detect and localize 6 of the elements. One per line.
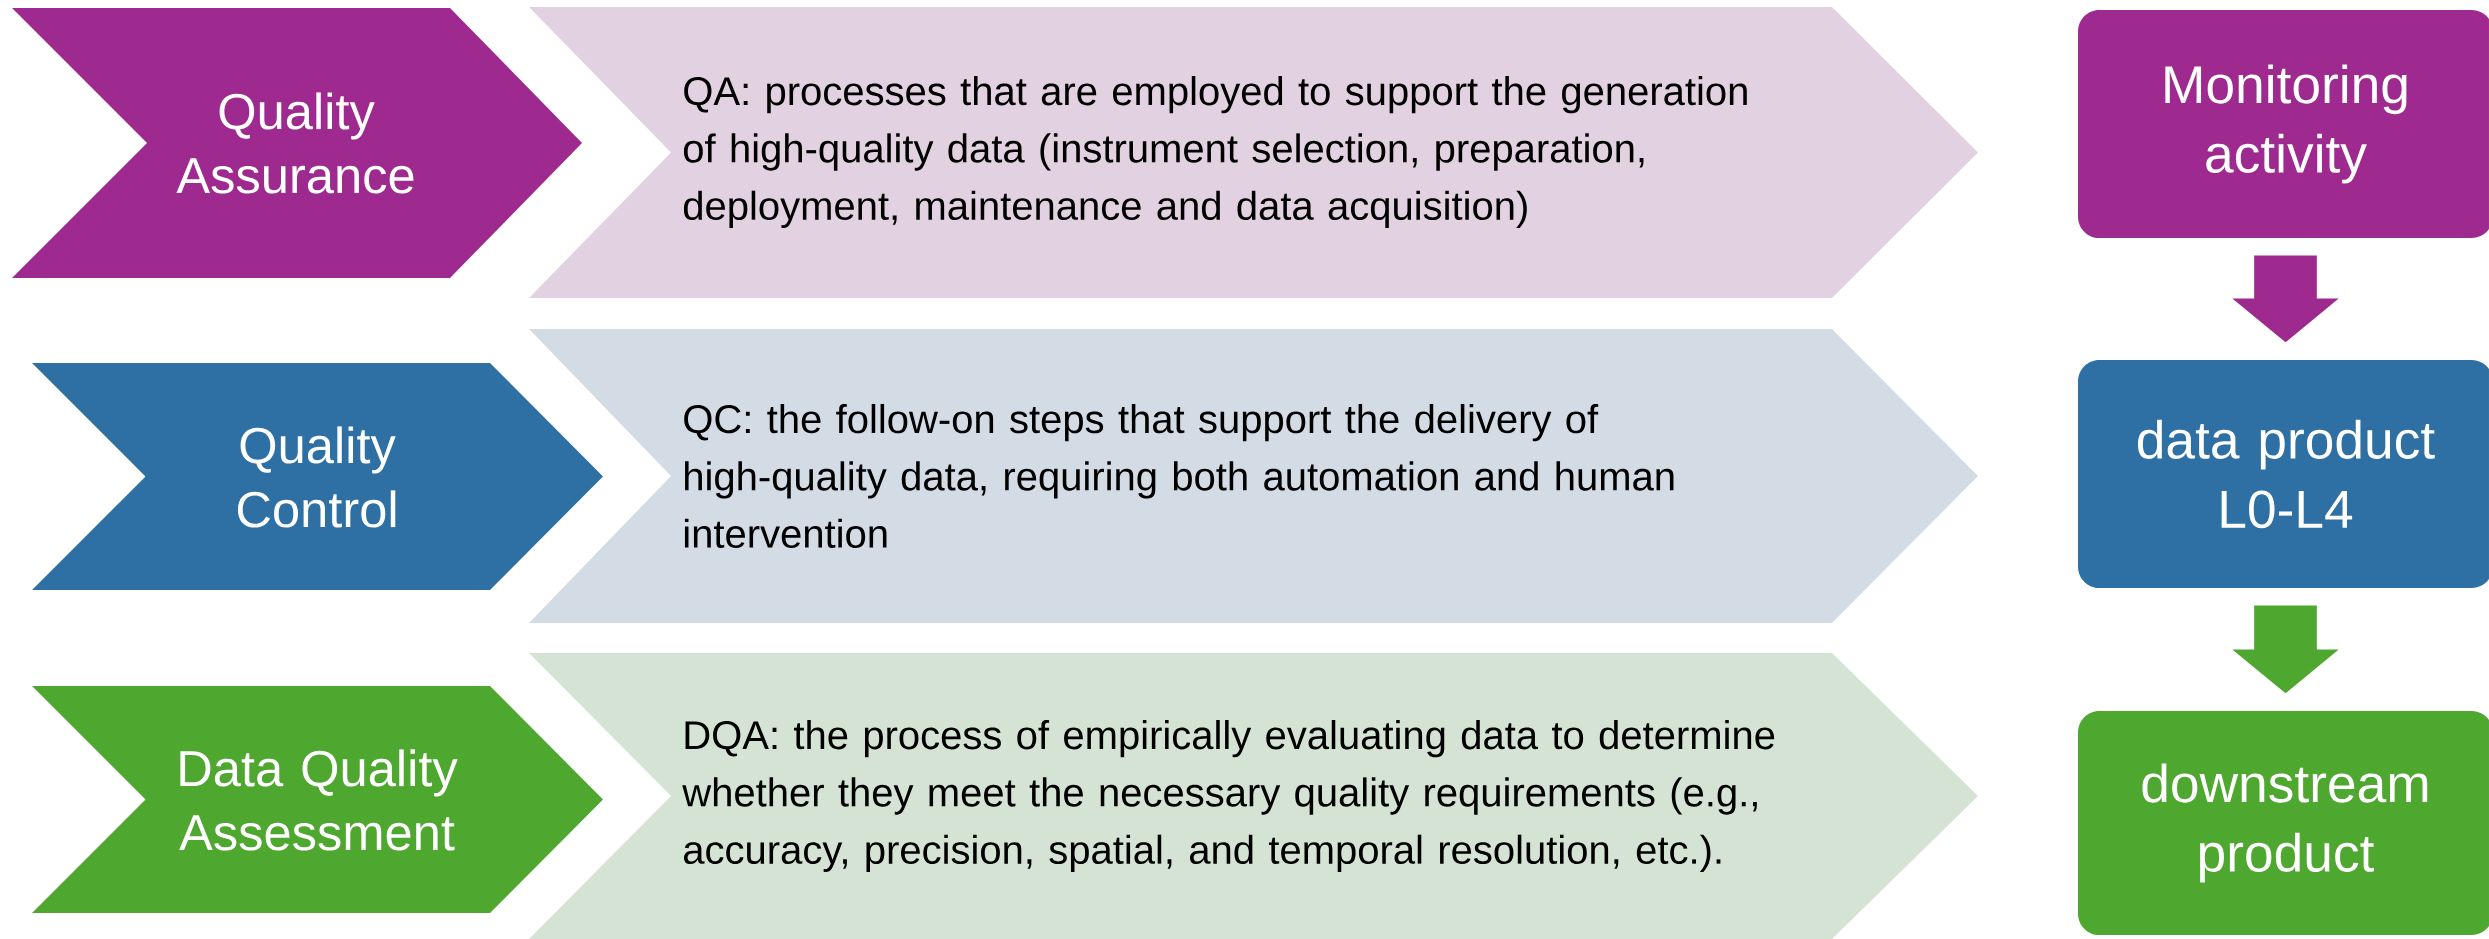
description-band: QC: the follow-on steps that support the delivery of high-quality data, requiring both automation and human intervention [529, 329, 1978, 623]
process-box: data product L0-L4 [2078, 360, 2489, 588]
process-box: downstream product [2078, 711, 2489, 935]
process-box: Monitoring activity [2078, 10, 2489, 238]
description-band: QA: processes that are employed to support the generation of high-quality data (instrument selection, preparation, deployment, maintenance and data acquisition) [529, 7, 1978, 298]
description-band: DQA: the process of empirically evaluating data to determine whether they meet the necessary quality requirements (e.g., accuracy, precision, spatial, and temporal resolution, etc.). [529, 653, 1978, 939]
